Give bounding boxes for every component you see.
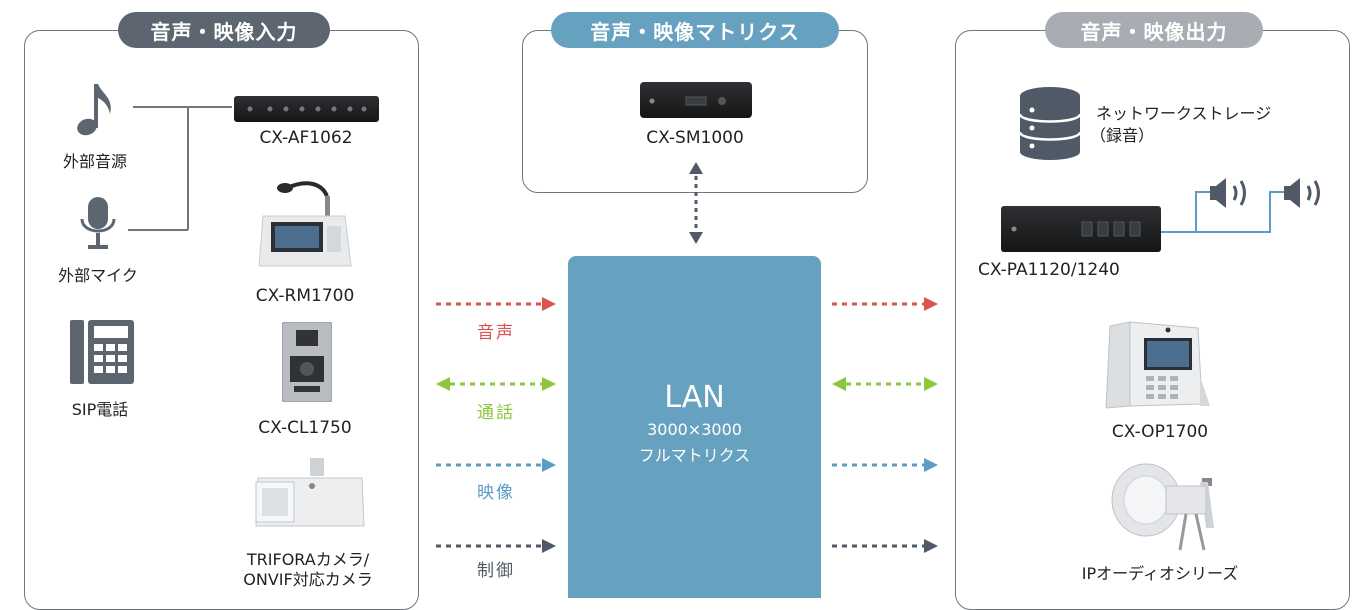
lan-box: LAN 3000×3000 フルマトリクス: [568, 256, 821, 598]
flow-video-label: 映像: [477, 483, 515, 503]
cx-cl1750-device: [282, 322, 332, 402]
cx-af1062-device: [234, 96, 379, 122]
flow-talk-label: 通話: [477, 403, 515, 423]
storage-icon: [1018, 87, 1082, 160]
music-note-icon: [77, 84, 111, 136]
ip-audio-label: IPオーディオシリーズ: [1081, 564, 1239, 583]
camera-label-line2: ONVIF対応カメラ: [243, 570, 373, 589]
input-connector-lines: [128, 106, 232, 231]
output-panel-title: 音声・映像出力: [1045, 12, 1263, 48]
cx-op1700-label: CX-OP1700: [1111, 422, 1209, 442]
cx-cl1750-label: CX-CL1750: [258, 418, 352, 438]
ip-horn-speaker: [1111, 463, 1214, 551]
cx-sm1000-label: CX-SM1000: [646, 128, 744, 148]
cx-pa1120-label: CX-PA1120/1240: [978, 260, 1120, 280]
lan-subtitle-2: フルマトリクス: [638, 446, 751, 465]
ext-audio-label: 外部音源: [62, 152, 127, 171]
speaker-icon-1: [1210, 178, 1246, 208]
matrix-lan-arrow: [689, 162, 703, 244]
cx-af1062-knobs: [247, 106, 367, 112]
cx-rm1700-device: [258, 181, 352, 267]
sip-phone-label: SIP電話: [71, 400, 129, 419]
cx-op1700-device: [1105, 321, 1210, 409]
matrix-panel-title: 音声・映像マトリクス: [551, 12, 839, 48]
sip-phone-icon: [70, 320, 134, 384]
input-panel-title: 音声・映像入力: [118, 12, 330, 48]
lan-subtitle-1: 3000×3000: [647, 420, 742, 439]
storage-label-line1: ネットワークストレージ: [1096, 104, 1272, 123]
speaker-wiring: [1160, 191, 1286, 233]
cx-rm1700-label: CX-RM1700: [255, 286, 355, 306]
camera-device: [255, 458, 365, 527]
cx-pa1120-front: [1011, 221, 1141, 237]
flow-control-label: 制御: [477, 561, 515, 581]
camera-label-line1: TRIFORAカメラ/: [246, 550, 370, 569]
cx-sm1000-front: [649, 96, 726, 106]
speaker-icon-2: [1284, 178, 1320, 208]
flow-audio-label: 音声: [477, 323, 515, 343]
microphone-icon: [80, 197, 116, 249]
cx-af1062-label: CX-AF1062: [259, 128, 353, 148]
lan-title: LAN: [664, 380, 725, 415]
ext-mic-label: 外部マイク: [58, 266, 138, 285]
storage-label-line2: （録音）: [1090, 126, 1155, 145]
